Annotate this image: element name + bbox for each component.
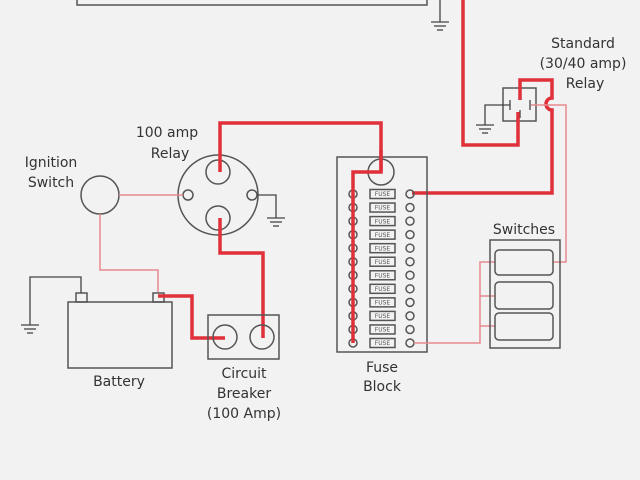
heavy-wire (351, 150, 383, 343)
100-amp-relay-label: 100 amp (136, 125, 198, 141)
relay-terminal (205, 205, 231, 231)
fuse-row: FUSE (348, 242, 415, 254)
fuse-terminal (405, 284, 415, 294)
circuit-breaker-label: (100 Amp) (207, 406, 281, 422)
heavy-wire (218, 218, 265, 338)
fuse-row: FUSE (348, 283, 415, 295)
heavy-wire (218, 121, 383, 172)
heavy-wire (461, 0, 520, 147)
fuse-row: FUSE (348, 215, 415, 227)
switch-panel (489, 239, 561, 349)
fuse (369, 297, 396, 308)
fuse-label: FUSE (375, 218, 391, 225)
fuse-label: FUSE (375, 205, 391, 212)
ground-symbol (431, 0, 449, 31)
breaker-terminal (249, 324, 275, 350)
fuse-terminal (405, 189, 415, 199)
fuse (369, 337, 396, 349)
fuse-row: FUSE (348, 202, 415, 213)
fuse-row: FUSE (348, 188, 415, 200)
fuse (369, 270, 396, 281)
fuse (369, 310, 396, 322)
fuse-label: FUSE (375, 313, 391, 320)
fuse-label: FUSE (375, 340, 391, 347)
fuse-terminal (405, 324, 415, 335)
fuse-terminal (405, 311, 415, 321)
fuse (369, 188, 396, 200)
fuse-block-label: Block (363, 379, 402, 395)
circuit-breaker-label: Breaker (217, 386, 271, 402)
standard-relay-label: (30/40 amp) (540, 56, 627, 72)
ground-symbol (257, 194, 285, 227)
fuse-row: FUSE (348, 324, 415, 335)
fuse (369, 242, 396, 254)
fuse-terminal (405, 338, 415, 348)
fuse-label: FUSE (375, 245, 391, 252)
fuse-row: FUSE (348, 337, 415, 349)
light-wire (414, 261, 495, 344)
circuit-breaker (207, 314, 280, 360)
circuit-breaker-label: Circuit (221, 366, 267, 382)
fuse-label: FUSE (375, 286, 391, 293)
fuse (369, 202, 396, 213)
breaker-terminal (212, 324, 238, 350)
100-amp-relay-label: Relay (151, 146, 189, 162)
fuse-label: FUSE (375, 191, 391, 198)
fuse-label: FUSE (375, 272, 391, 279)
ignition-switch-label: Ignition (25, 155, 78, 171)
ignition-switch-label: Switch (28, 175, 74, 191)
ignition-switch (80, 175, 120, 215)
fuse-label: FUSE (375, 259, 391, 266)
fuse-label: FUSE (375, 300, 391, 307)
battery-label: Battery (93, 374, 145, 390)
fuse-block-label: Fuse (366, 360, 398, 376)
fuse (369, 229, 396, 240)
light-wire (531, 104, 567, 263)
fuse-terminal (405, 216, 415, 226)
fuse-label: FUSE (375, 232, 391, 239)
heavy-wire (412, 78, 554, 195)
fuse-terminal (405, 297, 415, 308)
fuse-row: FUSE (348, 256, 415, 267)
standard-relay-label: Standard (551, 36, 615, 52)
fuse-terminal (405, 229, 415, 240)
switch (494, 249, 554, 276)
fuse (369, 324, 396, 335)
fuse-terminal (405, 256, 415, 267)
fuse (369, 215, 396, 227)
ground-symbol (476, 104, 510, 134)
relay-terminal (182, 189, 194, 201)
switches-label: Switches (493, 222, 555, 238)
fuse-row: FUSE (348, 229, 415, 240)
light-wire (99, 214, 159, 292)
relay-terminal (205, 159, 231, 185)
fuse-row: FUSE (348, 310, 415, 322)
100-amp-relay (177, 154, 259, 236)
fuse-row: FUSE (348, 297, 415, 308)
fuse-terminal (405, 243, 415, 253)
fuse-label: FUSE (375, 327, 391, 334)
switch (494, 281, 554, 310)
fuse-terminal (405, 202, 415, 213)
battery-terminal-negative (75, 292, 88, 303)
switch (494, 312, 554, 341)
fuse-block (336, 156, 428, 353)
relay-terminal (246, 189, 258, 201)
fuse-rows: FUSE FUSE FUSE FUSE FUSE FUSE FUSE FUSE FUSE FUSE… (348, 188, 415, 349)
fuse-terminal (405, 270, 415, 281)
fuse (369, 256, 396, 267)
ground-symbol (21, 276, 82, 334)
standard-relay-label: Relay (566, 76, 604, 92)
top-device-outline (76, 0, 428, 6)
fuse-row: FUSE (348, 270, 415, 281)
fuse (369, 283, 396, 295)
battery (67, 301, 173, 369)
